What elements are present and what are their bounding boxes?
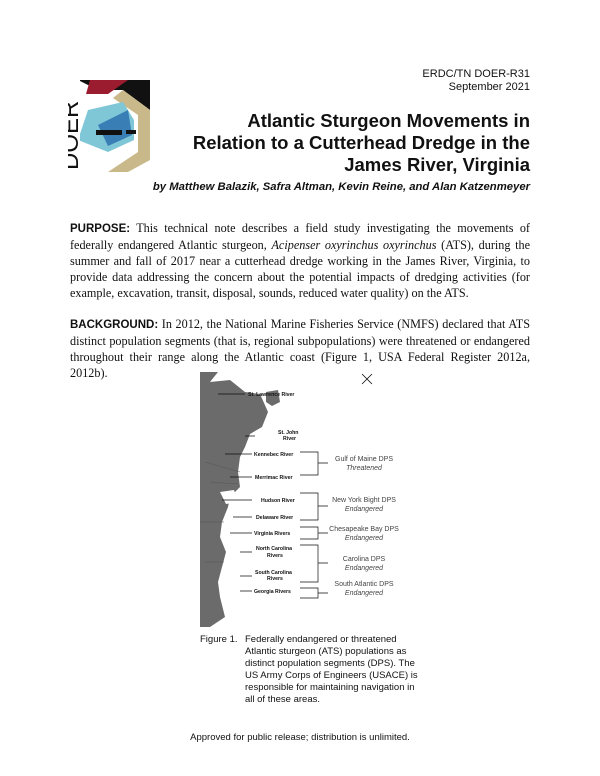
river-label: North Carolina	[256, 546, 292, 552]
river-label: South Carolina	[255, 570, 292, 576]
background-label: BACKGROUND:	[70, 319, 159, 331]
caption-line: distinct population segments (DPS). The	[245, 658, 415, 669]
purpose-text: This technical note describes a field st…	[70, 221, 530, 252]
purpose-text: (ATS), during the summer and fall of 201…	[70, 238, 530, 300]
caption-line: Federally endangered or threatened	[245, 634, 397, 645]
background-paragraph: BACKGROUND: In 2012, the National Marine…	[70, 316, 530, 381]
caption-line: US Army Corps of Engineers (USACE) is	[245, 670, 418, 681]
svg-text:DOER: DOER	[68, 101, 84, 170]
river-label: St. John	[278, 430, 298, 436]
title-line: Relation to a Cutterhead Dredge in the	[192, 132, 530, 153]
species-name: Acipenser oxyrinchus oxyrinchus	[271, 238, 437, 252]
river-label: Kennebec River	[254, 452, 293, 458]
purpose-paragraph: PURPOSE: This technical note describes a…	[70, 220, 530, 301]
title-line: Atlantic Sturgeon Movements in	[247, 110, 530, 131]
dps-name: New York Bight DPS	[332, 497, 396, 504]
caption-label: Figure 1.	[200, 634, 238, 645]
dps-name: Carolina DPS	[343, 556, 386, 563]
caption-line: Atlantic sturgeon (ATS) populations as	[245, 646, 407, 657]
dps-status: Endangered	[345, 590, 384, 597]
dps-name: Gulf of Maine DPS	[335, 456, 393, 463]
dps-status: Endangered	[345, 535, 384, 542]
river-label: St. Lawrence River	[248, 392, 294, 398]
caption-line: responsible for maintaining navigation i…	[245, 682, 415, 693]
dps-status: Endangered	[345, 506, 384, 513]
footer-distribution: Approved for public release; distributio…	[190, 732, 410, 743]
caption-line: all of these areas.	[245, 694, 320, 705]
river-label: Virginia Rivers	[254, 531, 290, 537]
title-line: James River, Virginia	[344, 154, 530, 175]
dps-name: South Atlantic DPS	[334, 581, 393, 588]
background-text: In 2012, the National Marine Fisheries S…	[70, 317, 530, 380]
purpose-label: PURPOSE:	[70, 223, 131, 235]
coastline-map	[200, 372, 268, 627]
figure-map: St. Lawrence River St. John River Kenneb…	[200, 372, 425, 627]
river-label: Rivers	[267, 553, 283, 559]
page-title: Atlantic Sturgeon Movements in Relation …	[130, 110, 530, 176]
dps-status: Threatened	[346, 465, 383, 472]
river-label: Merrimac River	[255, 475, 293, 481]
dps-status: Endangered	[345, 565, 384, 572]
report-number: ERDC/TN DOER-R31	[422, 68, 530, 80]
river-label: Hudson River	[261, 498, 295, 504]
river-label: Georgia Rivers	[254, 589, 291, 595]
river-label: Rivers	[267, 576, 283, 582]
river-label: River	[283, 436, 296, 442]
report-date: September 2021	[448, 81, 530, 93]
authors: by Matthew Balazik, Safra Altman, Kevin …	[152, 181, 530, 193]
figure-caption: Figure 1. Federally endangered or threat…	[200, 634, 440, 706]
dps-name: Chesapeake Bay DPS	[329, 526, 399, 533]
river-label: Delaware River	[256, 515, 293, 521]
